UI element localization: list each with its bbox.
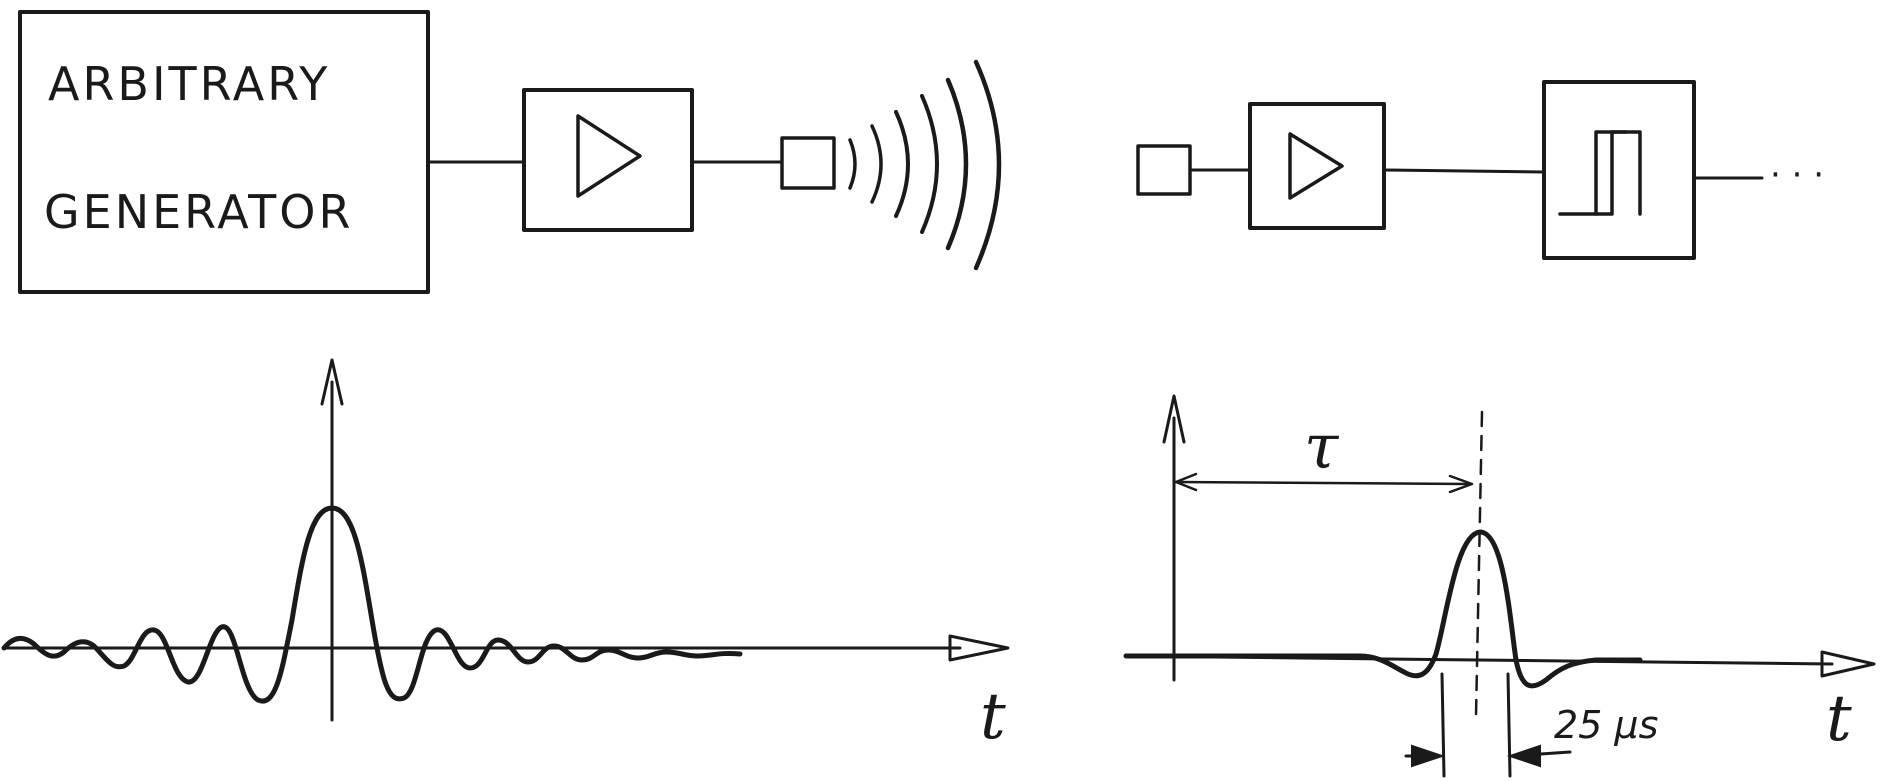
peak-marker-dashed-line — [1474, 410, 1484, 718]
pulse-width-left-arrow-icon — [1411, 744, 1446, 768]
delay-arrow-line — [1174, 480, 1470, 486]
delay-label: τ — [1304, 410, 1340, 483]
generator-label-line2: GENERATOR — [44, 185, 353, 239]
arbitrary-generator-block — [18, 10, 430, 294]
left-time-axis-arrow-icon — [948, 634, 1010, 662]
tx-amplifier-block — [522, 88, 694, 232]
rx-amplifier-block — [1248, 102, 1386, 230]
pulse-width-left-tick — [1440, 672, 1446, 778]
hysteresis-icon-second-edge — [1594, 130, 1628, 216]
excitation-waveform — [1, 505, 743, 704]
receiver-chain: · · · — [1136, 80, 1824, 260]
output-continuation: · · · — [1770, 155, 1824, 195]
emitted-waves-icon — [848, 59, 1002, 271]
right-time-axis-label: t — [1826, 682, 1852, 756]
hysteresis-icon — [1558, 130, 1642, 216]
left-amplitude-axis-arrow-icon — [320, 358, 344, 406]
generator-label-line1: ARBITRARY — [48, 57, 330, 111]
delay-arrow-left-head-icon — [1174, 472, 1198, 492]
right-time-axis-arrow-icon — [1820, 650, 1876, 678]
received-pulse-waveform — [1123, 529, 1643, 689]
rx-amplifier-triangle-icon — [1288, 132, 1344, 200]
transmitter-chain: ARBITRARY GENERATOR — [18, 10, 1002, 294]
wire-amplifier-to-comparator — [1382, 168, 1546, 174]
tx-transducer — [780, 136, 836, 190]
pulse-width-right-tick — [1506, 672, 1512, 778]
left-time-axis-label: t — [980, 680, 1006, 754]
right-amplitude-axis-arrow-icon — [1162, 394, 1186, 444]
pulse-width-right-arrow-icon — [1506, 744, 1541, 768]
delay-arrow-right-head-icon — [1448, 474, 1474, 494]
rx-transducer — [1136, 144, 1192, 196]
excitation-signal-plot: t — [1, 358, 1010, 754]
comparator-block — [1542, 80, 1696, 260]
tx-amplifier-triangle-icon — [576, 114, 642, 198]
received-signal-plot: t τ 25 μs — [1123, 394, 1876, 778]
pulse-width-label: 25 μs — [1554, 703, 1658, 747]
